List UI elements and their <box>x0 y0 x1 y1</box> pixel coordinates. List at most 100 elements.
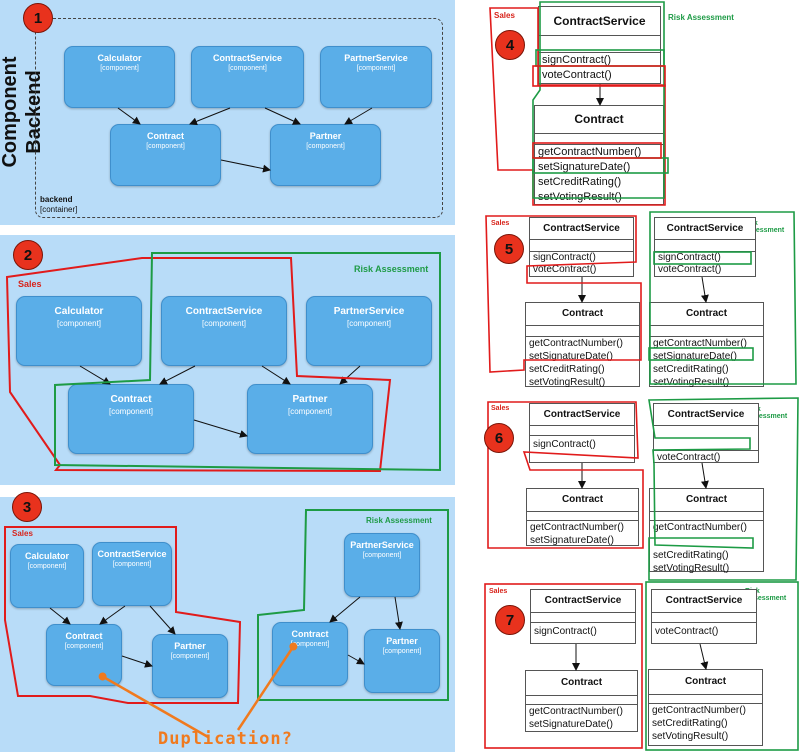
contract-component: Contract [component] <box>68 384 194 454</box>
attributes-section <box>526 696 637 705</box>
risk-assessment-boundary <box>54 252 441 472</box>
component-name: PartnerService <box>344 53 408 63</box>
sales-boundary <box>4 526 242 704</box>
method: setSignatureDate() <box>653 351 737 362</box>
component-name: Partner <box>386 636 418 646</box>
component-type: [component] <box>64 643 104 650</box>
attributes-section <box>654 426 758 451</box>
component-type: [component] <box>112 561 152 568</box>
method: voteContract() <box>533 264 597 275</box>
class-name: ContractService <box>654 404 758 426</box>
class-name: ContractService <box>531 590 635 613</box>
method: setCreditRating() <box>653 364 729 375</box>
method: setVotingResult() <box>653 563 730 574</box>
method: setVotingResult() <box>652 731 729 742</box>
partner-component: Partner [component] <box>270 124 381 186</box>
method: voteContract() <box>655 626 719 637</box>
sales-label: Sales <box>491 220 510 227</box>
method: getContractNumber() <box>530 522 624 533</box>
calculator-component: Calculator [component] <box>10 544 84 608</box>
panel-4-boundaries <box>489 1 669 206</box>
method: signContract() <box>533 439 596 450</box>
component-name: Partner <box>292 394 328 405</box>
partner-service-component: PartnerService [component] <box>344 533 420 597</box>
panel-1-arrows <box>117 107 373 173</box>
duplication-label: Duplication? <box>158 729 293 749</box>
component-name: PartnerService <box>333 306 405 317</box>
contract-service-class: ContractService voteContract() <box>651 589 757 644</box>
method: setCreditRating() <box>529 364 605 375</box>
method: voteContract() <box>657 452 721 463</box>
component-type: [component] <box>362 552 402 559</box>
class-name: ContractService <box>655 218 755 240</box>
component-name: Calculator <box>97 53 142 63</box>
component-name: Contract <box>65 631 103 641</box>
container-type: [container] <box>40 205 78 214</box>
method: getContractNumber() <box>653 338 747 349</box>
component-name: Contract <box>110 394 152 405</box>
step-badge-2: 2 <box>13 240 43 270</box>
step-badge-4: 4 <box>495 30 525 60</box>
class-name: ContractService <box>530 218 633 240</box>
method: setCreditRating() <box>653 550 729 561</box>
component-type: [component] <box>170 653 210 660</box>
class-name: Contract <box>526 303 639 326</box>
sales-boundary <box>5 257 392 473</box>
attributes-section <box>649 695 762 704</box>
panel-7-boundaries <box>484 581 799 751</box>
method: signContract() <box>542 54 612 66</box>
component-name: ContractService <box>212 53 283 63</box>
class-name: Contract <box>650 489 763 512</box>
class-name: ContractService <box>530 404 634 426</box>
attributes-section <box>650 326 763 337</box>
method: setCreditRating() <box>652 718 728 729</box>
component-type: [component] <box>346 319 392 328</box>
risk-assessment-label: Risk Assessment <box>366 516 432 525</box>
component-name: ContractService <box>97 549 167 559</box>
partner-component: Partner [component] <box>152 634 228 698</box>
component-name: PartnerService <box>350 540 414 550</box>
component-type: [component] <box>356 65 396 72</box>
contract-component: Contract [component] <box>110 124 221 186</box>
calculator-component: Calculator [component] <box>16 296 142 366</box>
component-type: [component] <box>287 407 333 416</box>
method: getContractNumber() <box>529 338 623 349</box>
component-type: [component] <box>382 648 422 655</box>
contract-service-component: ContractService [component] <box>92 542 172 606</box>
sales-label: Sales <box>491 405 510 412</box>
component-type: [component] <box>146 143 185 150</box>
attributes-section <box>539 36 660 53</box>
class-name: Contract <box>535 106 663 134</box>
duplication-pointers <box>98 642 298 739</box>
contract-class: Contract getContractNumber() setCreditRa… <box>648 669 763 746</box>
method: getContractNumber() <box>529 706 623 717</box>
step-badge-7: 7 <box>495 605 525 635</box>
method: setCreditRating() <box>538 176 622 188</box>
component-type: [component] <box>306 143 345 150</box>
method: voteContract() <box>658 264 722 275</box>
sales-label: Sales <box>12 529 33 538</box>
component-name: Calculator <box>54 306 104 317</box>
sales-label: Sales <box>18 279 42 289</box>
component-name: Partner <box>174 641 206 651</box>
attributes-section <box>526 326 639 337</box>
uml-arrows <box>572 84 709 671</box>
contract-component: Contract [component] <box>272 622 348 686</box>
class-name: ContractService <box>539 7 660 36</box>
contract-service-component: ContractService [component] <box>191 46 304 108</box>
component-type: [component] <box>228 65 267 72</box>
attributes-section <box>530 426 634 436</box>
panel-5-boundaries <box>485 211 797 385</box>
class-name: Contract <box>650 303 763 326</box>
method: getContractNumber() <box>653 522 747 533</box>
class-name: Contract <box>526 671 637 696</box>
step-badge-3: 3 <box>12 492 42 522</box>
panel-6-boundaries <box>487 397 799 581</box>
step-badge-1: 1 <box>23 3 53 33</box>
attributes-section <box>527 512 638 521</box>
attributes-section <box>530 240 633 252</box>
contract-service-class: ContractService signContract() voteContr… <box>529 217 634 277</box>
contract-service-class: ContractService signContract() <box>530 589 636 644</box>
attributes-section <box>535 134 663 145</box>
contract-class: Contract getContractNumber() setSignatur… <box>526 488 639 546</box>
